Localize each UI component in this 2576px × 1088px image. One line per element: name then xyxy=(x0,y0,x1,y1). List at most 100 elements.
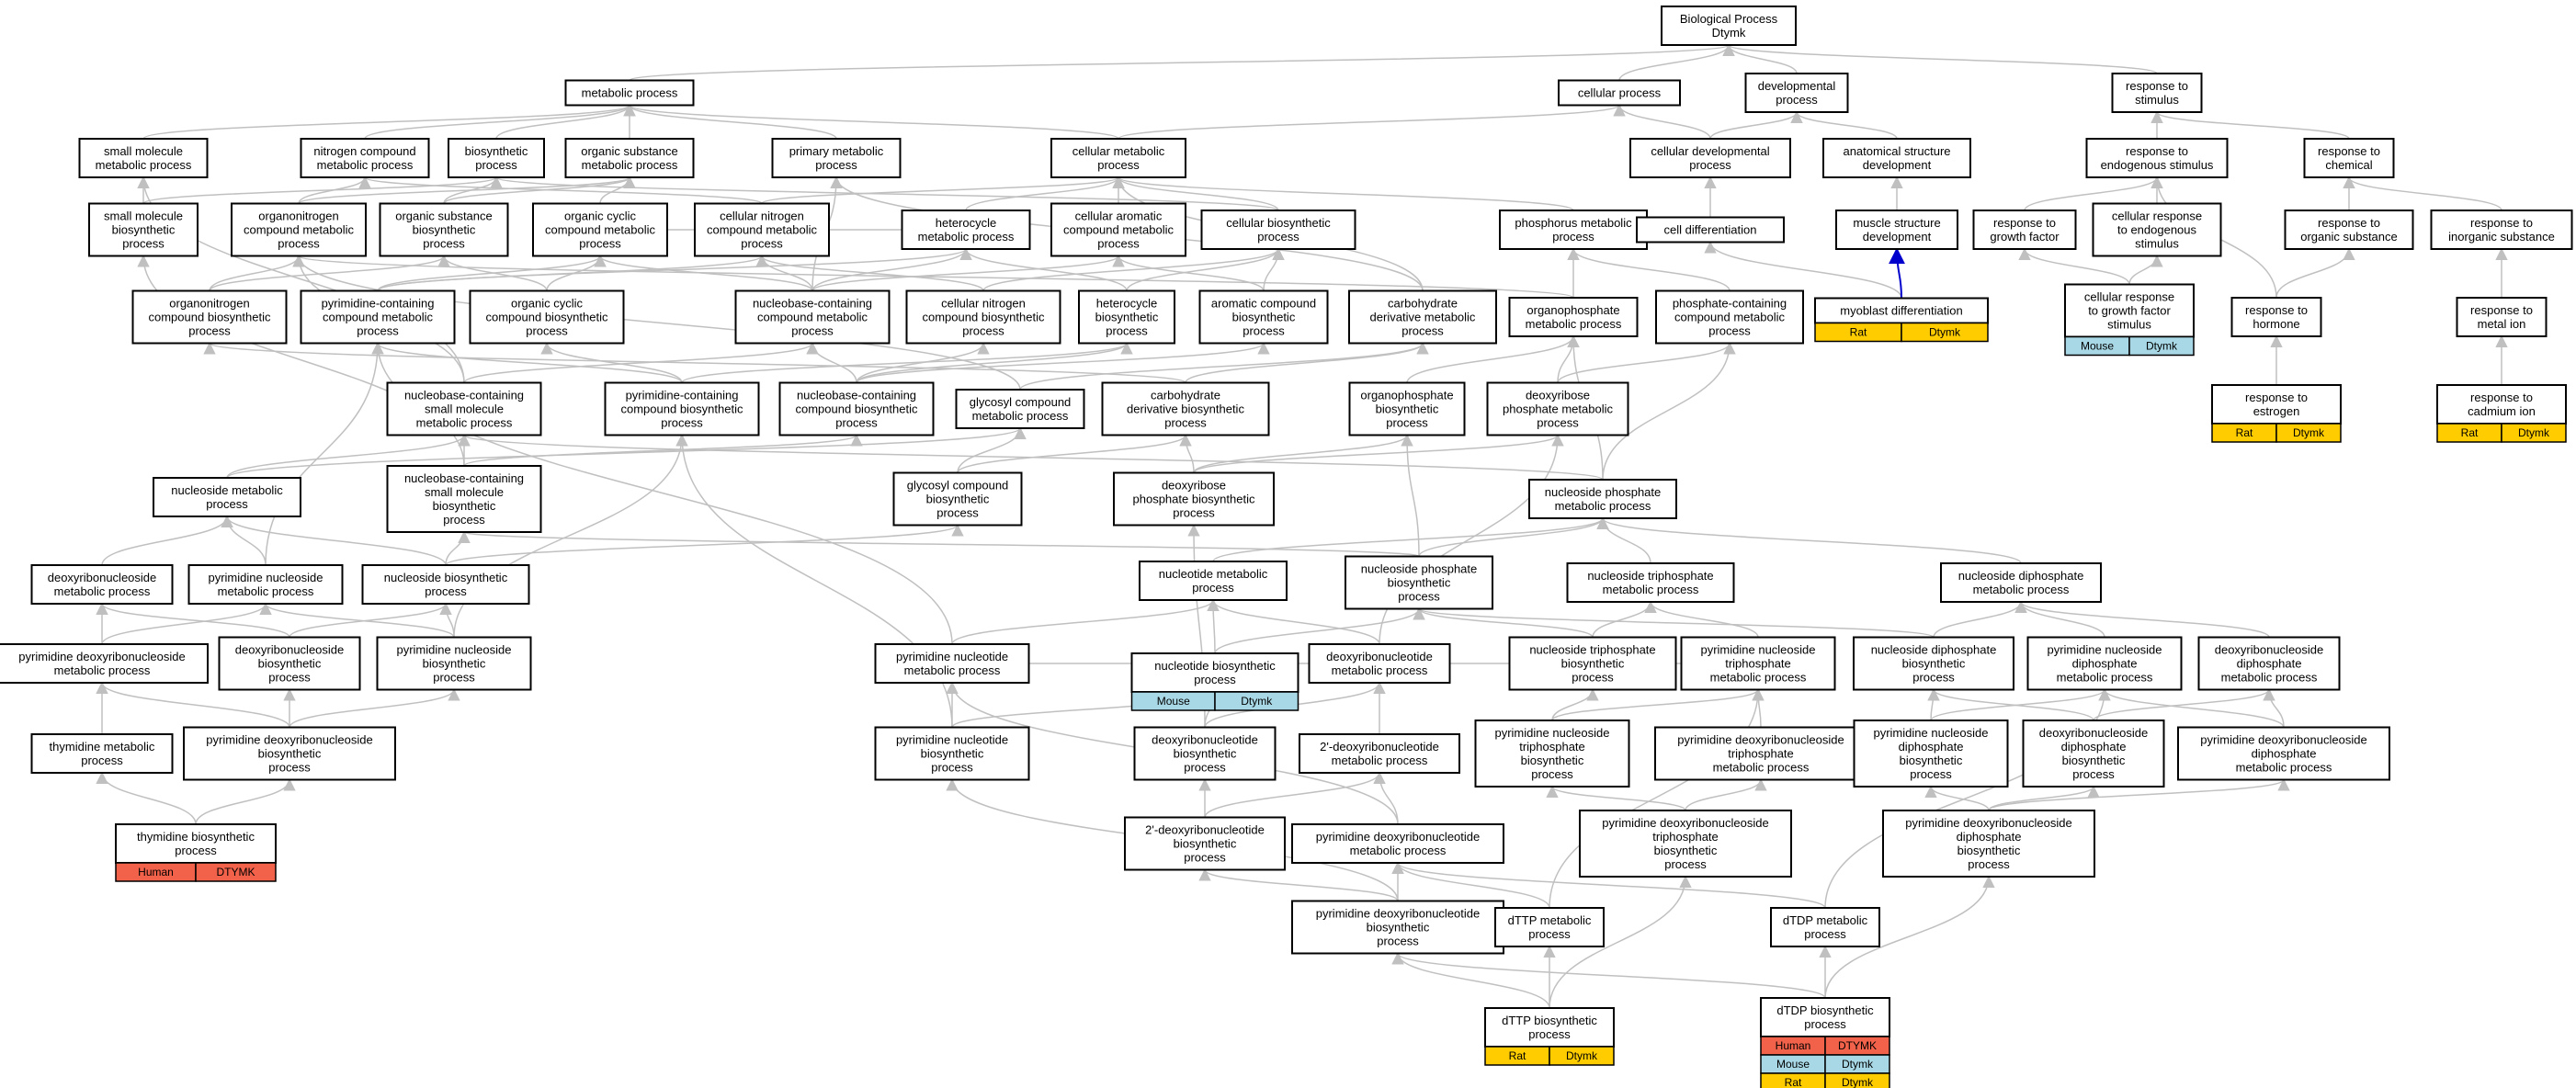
node-label-line: biosynthetic xyxy=(1095,311,1159,324)
node-label-line: response to xyxy=(2126,144,2188,158)
node-label-line: process xyxy=(931,761,973,775)
node-box xyxy=(1308,643,1451,684)
node-label-line: process xyxy=(443,513,485,527)
edge-pyr-deoxyribonuc-diP-bio-to-pyr-nuc-diP-bio xyxy=(1924,785,1990,811)
node-label-line: metabolic process xyxy=(1973,583,2070,596)
edge-myoblast-to-muscle-dev xyxy=(1889,247,1906,299)
edge-pyr-deoxyribonucleoside-bio-to-pyr-deoxyribonucleoside-met xyxy=(96,681,290,728)
node-label-line: phosphate biosynthetic xyxy=(1133,493,1255,506)
node-label-line: heterocycle xyxy=(1096,297,1157,311)
node-box xyxy=(2211,384,2342,425)
node-box xyxy=(1770,907,1880,947)
node-label-line: stimulus xyxy=(2135,93,2179,107)
node-label-line: organic cyclic xyxy=(564,210,637,223)
edge-thymidine-bio-to-thymidine-met xyxy=(96,771,197,825)
node-label-line: process xyxy=(475,158,517,172)
edge-deoxyribonuc-bio-to-nucleoside-bio xyxy=(289,602,452,638)
edge-org-cyc-bio-to-org-sub-bio xyxy=(437,255,548,291)
node-label-line: dTTP metabolic xyxy=(1508,913,1592,927)
node-label-line: pyrimidine deoxyribonucleoside xyxy=(18,650,185,663)
node-box xyxy=(778,381,935,436)
edge-cell-bio-to-cellular-met xyxy=(1112,176,1279,211)
edge-arom-bio-to-cell-bio xyxy=(1263,247,1285,291)
node-box xyxy=(1484,1007,1615,1048)
node-label-line: metabolic process xyxy=(54,584,151,598)
node-label-line: process xyxy=(579,237,621,251)
node-box xyxy=(30,733,174,774)
node-label-line: process xyxy=(1689,158,1731,172)
node-label-line: pyrimidine nucleoside xyxy=(396,643,511,657)
node-box xyxy=(564,138,695,178)
node-label-line: biosynthetic xyxy=(433,499,496,513)
node-box xyxy=(1882,810,2095,878)
node-label-line: triphosphate xyxy=(1519,740,1585,754)
node-label-line: metabolic process xyxy=(96,158,192,172)
node-box xyxy=(1528,479,1677,519)
node-label-line: development xyxy=(1863,230,1932,244)
node-label-line: cellular response xyxy=(2084,290,2174,304)
node-label-line: heterocycle xyxy=(936,216,996,230)
node-label-line: biosynthetic xyxy=(1561,657,1625,671)
node-box xyxy=(2284,210,2414,250)
node-label-line: biosynthetic xyxy=(1654,844,1718,857)
node-label-line: pyrimidine nucleotide xyxy=(896,733,1008,747)
node-label-line: derivative metabolic xyxy=(1370,311,1476,324)
node-label-line: process xyxy=(1531,767,1573,781)
node-box xyxy=(1299,733,1460,774)
node-box xyxy=(386,381,542,436)
node-box xyxy=(2092,202,2222,257)
node-label-line: process xyxy=(1804,927,1846,941)
node-label-line: response to xyxy=(2245,303,2308,317)
edge-phos-met-to-cellular-met xyxy=(1112,176,1574,211)
node-label-line: glycosyl compound xyxy=(970,395,1072,409)
edge-nucleoside-bio-to-glycosyl-bio xyxy=(445,524,964,566)
edge-deoxyribonuc-diP-bio-to-nuc-diP-bio xyxy=(1927,688,2094,721)
node-label-line: process xyxy=(423,237,465,251)
node-label-line: biosynthetic xyxy=(465,144,528,158)
species-cell-label: Dtymk xyxy=(1842,1076,1874,1088)
species-cell-rat xyxy=(2275,423,2342,443)
edge-nucbase-sm-bio-to-nucbase-cont-bio xyxy=(463,434,863,467)
species-cell-rat xyxy=(2501,423,2567,443)
node-box xyxy=(1499,210,1648,250)
node-label: metabolic process xyxy=(582,86,678,100)
node-label-line: nucleoside triphosphate xyxy=(1529,643,1655,657)
node-box xyxy=(30,564,174,605)
edge-pyr-nuc-triP-met-to-nuc-triP-met xyxy=(1644,600,1759,638)
node-box xyxy=(1940,562,2102,603)
node-label-line: process xyxy=(1537,416,1579,430)
node-label-line: process xyxy=(1173,506,1215,520)
node-box xyxy=(379,202,509,257)
edge-cellular-process-to-bp xyxy=(1618,43,1735,81)
node-box xyxy=(1835,210,1958,250)
